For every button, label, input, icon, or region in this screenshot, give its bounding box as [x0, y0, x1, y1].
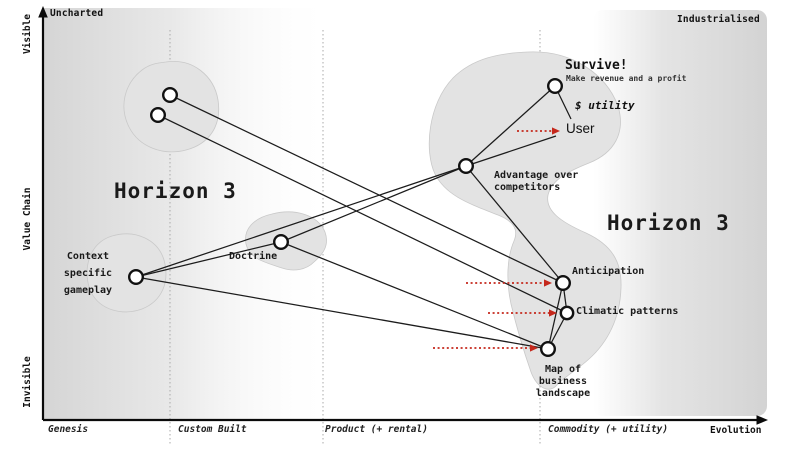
red-arrowhead	[530, 344, 538, 352]
user-node-label: User	[566, 121, 595, 136]
survive-subtitle: Make revenue and a profit	[566, 74, 687, 83]
red-arrow-to-climatic	[488, 309, 557, 317]
blob-context	[86, 233, 167, 313]
edge-advantage-anticipation	[465, 165, 564, 284]
node-label-anticipation: Anticipation	[572, 266, 645, 277]
y-axis-label-value-chain: Value Chain	[22, 187, 34, 251]
red-arrowhead	[544, 279, 552, 287]
edge-doctrine-map	[280, 241, 549, 350]
x-stage-custom: Custom Built	[178, 424, 247, 435]
edge-anticipation-map	[547, 282, 564, 350]
edge-advantage-context	[135, 165, 467, 278]
node-label-climatic: Climatic patterns	[576, 306, 679, 317]
region-label-industrialised: Industrialised	[677, 14, 760, 25]
axes	[38, 6, 768, 425]
node-anticipation	[555, 275, 572, 292]
edge-doctrine-context	[135, 241, 282, 278]
red-arrow-to-anticipation	[466, 279, 552, 287]
edge-advantage-user	[465, 135, 557, 167]
edge-future-1-anticipation	[169, 94, 564, 284]
x-axis-arrowhead	[756, 415, 768, 425]
red-arrowhead	[549, 309, 557, 317]
y-axis-label-visible: Visible	[22, 13, 34, 55]
edge-advantage-doctrine	[280, 165, 467, 243]
blob-industrialised-s	[428, 51, 622, 390]
edge-context-map	[135, 276, 549, 350]
x-axis-label-evolution: Evolution	[710, 425, 762, 436]
node-survive	[547, 77, 564, 94]
horizon3-label-right: Horizon 3	[607, 211, 730, 235]
node-doctrine	[273, 233, 290, 250]
node-context	[127, 269, 144, 286]
red-arrowhead	[552, 127, 560, 135]
horizon3-label-left: Horizon 3	[114, 179, 237, 203]
y-axis-arrowhead	[38, 6, 48, 18]
node-map	[540, 341, 557, 358]
node-future-1	[161, 86, 178, 103]
red-arrow-to-user	[517, 127, 560, 135]
node-climatic	[559, 305, 575, 321]
industrialised-panel	[593, 10, 767, 416]
node-label-advantage: Advantage over competitors	[494, 170, 579, 193]
node-label-map: Map of business landscape	[535, 364, 591, 399]
y-axis-label-invisible: Invisible	[22, 356, 34, 408]
edge-future-2-climatic	[157, 114, 568, 314]
survive-title: Survive!	[565, 58, 628, 73]
region-label-uncharted: Uncharted	[50, 8, 104, 19]
node-label-context: Context specific gameplay	[63, 251, 113, 296]
node-label-doctrine: Doctrine	[229, 251, 278, 262]
blob-future	[123, 61, 220, 153]
red-arrow-to-map	[433, 344, 538, 352]
node-future-2	[149, 106, 166, 123]
edge-survive-advantage	[465, 85, 556, 167]
utility-note: $ utility	[575, 99, 635, 112]
x-stage-genesis: Genesis	[48, 424, 89, 435]
node-advantage	[458, 157, 475, 174]
x-stage-product: Product (+ rental)	[325, 424, 428, 435]
x-stage-commodity: Commodity (+ utility)	[548, 424, 669, 435]
